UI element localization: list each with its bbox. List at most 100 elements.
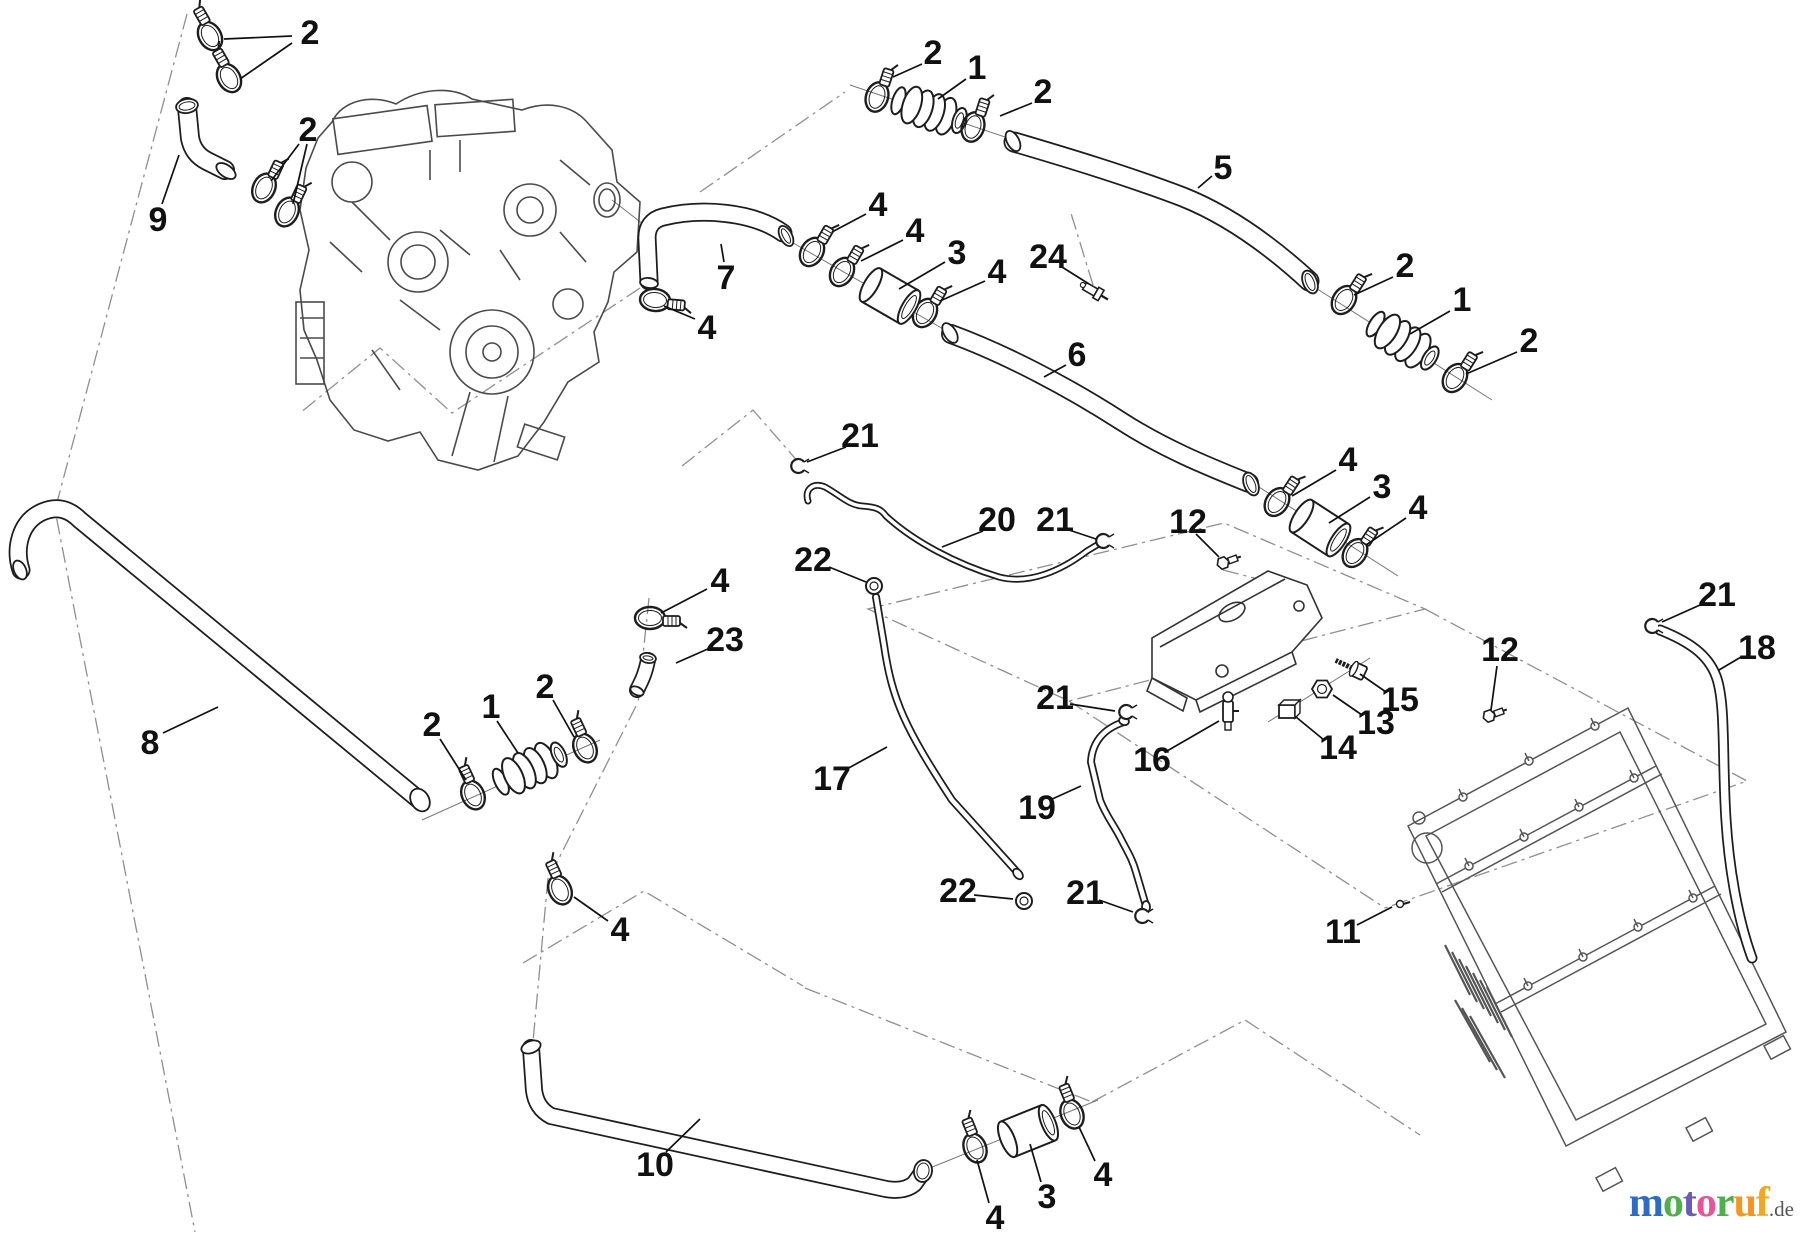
- callout-8: 8: [141, 706, 219, 762]
- hose-clamp: [458, 757, 487, 811]
- small-parts: [193, 0, 1664, 1164]
- callout-14: 14: [1295, 716, 1357, 767]
- callout-label-2: 2: [536, 668, 555, 706]
- logo-letter: m: [1628, 1180, 1664, 1226]
- hose-clamp: [570, 710, 599, 764]
- hose-5: [1003, 131, 1320, 292]
- callout-label-8: 8: [141, 724, 160, 762]
- callout-label-15: 15: [1381, 681, 1419, 719]
- callout-label-4: 4: [906, 212, 925, 250]
- hose-clamp: [250, 157, 290, 204]
- bellows-coupler: [890, 85, 968, 136]
- callout-23: 23: [675, 621, 744, 664]
- callout-label-21: 21: [1036, 501, 1074, 539]
- callout-label-4: 4: [1339, 441, 1358, 479]
- callout-label-1: 1: [1453, 281, 1472, 319]
- hoses: [8, 97, 1758, 1199]
- bellows-coupler: [1365, 310, 1440, 371]
- hose-10: [522, 1039, 931, 1199]
- callout-18: 18: [1718, 629, 1776, 671]
- callout-label-4: 4: [1409, 489, 1428, 527]
- hose-clamp: [960, 94, 995, 143]
- callout-4: 4: [1078, 1126, 1113, 1194]
- callout-label-4: 4: [1094, 1156, 1113, 1194]
- callout-label-1: 1: [482, 688, 501, 726]
- callout-label-14: 14: [1319, 729, 1357, 767]
- hose-clamp: [193, 0, 224, 52]
- retainer-clip: [1644, 617, 1664, 635]
- callout-label-5: 5: [1214, 149, 1233, 187]
- callout-21: 21: [1036, 501, 1097, 540]
- callout-12: 12: [1481, 631, 1519, 711]
- callout-label-13: 13: [1357, 704, 1395, 742]
- hose-20: [803, 481, 1101, 583]
- hardware-cube: [1277, 698, 1302, 720]
- callout-7: 7: [717, 243, 735, 297]
- callout-label-1: 1: [968, 49, 987, 87]
- grommet-ring: [1015, 892, 1033, 910]
- callout-4: 4: [1365, 489, 1428, 546]
- callout-2: 2: [270, 111, 317, 205]
- hose-clamp: [828, 244, 870, 288]
- callout-2: 2: [536, 668, 575, 738]
- callout-4: 4: [976, 1159, 1005, 1237]
- callout-21: 21: [1661, 576, 1736, 623]
- callout-label-2: 2: [1396, 247, 1415, 285]
- hose-clamp: [545, 852, 574, 906]
- callout-label-6: 6: [1068, 336, 1087, 374]
- hose-sleeve: [1288, 498, 1352, 558]
- callout-label-4: 4: [986, 1199, 1005, 1237]
- callout-label-22: 22: [794, 541, 832, 579]
- engine-illustration: [295, 89, 641, 471]
- callout-10: 10: [636, 1118, 701, 1184]
- hose-6: [941, 324, 1259, 493]
- hose-7: [637, 202, 793, 291]
- hose-clamp: [864, 64, 899, 113]
- callout-2: 2: [1465, 322, 1538, 375]
- callout-label-16: 16: [1133, 741, 1171, 779]
- logo-letter: r: [1715, 1180, 1735, 1226]
- hose-openings: [12, 97, 1319, 1183]
- hardware-screwsm: [1395, 899, 1411, 909]
- hose-8: [8, 499, 428, 809]
- callout-11: 11: [1325, 906, 1393, 951]
- hardware-bolt: [1334, 658, 1368, 681]
- construction-lines: [54, 13, 1749, 1233]
- callout-label-21: 21: [1036, 679, 1074, 717]
- callout-label-21: 21: [1066, 874, 1104, 912]
- callout-label-22: 22: [939, 872, 977, 910]
- hose-clamp: [633, 605, 688, 631]
- hose-19: [1087, 718, 1150, 910]
- callout-1: 1: [1409, 281, 1472, 335]
- callout-label-21: 21: [1698, 576, 1736, 614]
- hardware-sensor: [1079, 281, 1109, 302]
- logo-suffix: .de: [1768, 1197, 1794, 1221]
- hardware-screw: [1482, 707, 1508, 724]
- callout-label-24: 24: [1029, 238, 1067, 276]
- callout-24: 24: [1029, 238, 1090, 285]
- callout-4: 4: [573, 896, 630, 949]
- callout-label-12: 12: [1169, 503, 1207, 541]
- hardware-nut: [1310, 679, 1334, 699]
- callout-label-12: 12: [1481, 631, 1519, 669]
- hose-9: [177, 97, 235, 180]
- hose-17: [872, 593, 1021, 876]
- callout-label-18: 18: [1738, 629, 1776, 667]
- hose-clamp: [1441, 350, 1484, 394]
- callout-4: 4: [939, 253, 1007, 302]
- callout-3: 3: [1029, 1143, 1056, 1216]
- callout-2: 2: [999, 73, 1052, 117]
- callout-label-4: 4: [698, 309, 717, 347]
- callout-1: 1: [482, 688, 519, 754]
- hose-clamp: [638, 287, 692, 314]
- callout-20: 20: [941, 501, 1016, 548]
- hose-23: [629, 652, 656, 698]
- callout-label-4: 4: [711, 562, 730, 600]
- hose-clamp: [1330, 272, 1373, 316]
- motoruf-logo[interactable]: motoruf.de: [1629, 1182, 1794, 1224]
- hose-clamp: [798, 224, 840, 268]
- callout-label-3: 3: [948, 234, 967, 272]
- logo-letter: t: [1682, 1180, 1697, 1226]
- callout-label-2: 2: [924, 34, 943, 72]
